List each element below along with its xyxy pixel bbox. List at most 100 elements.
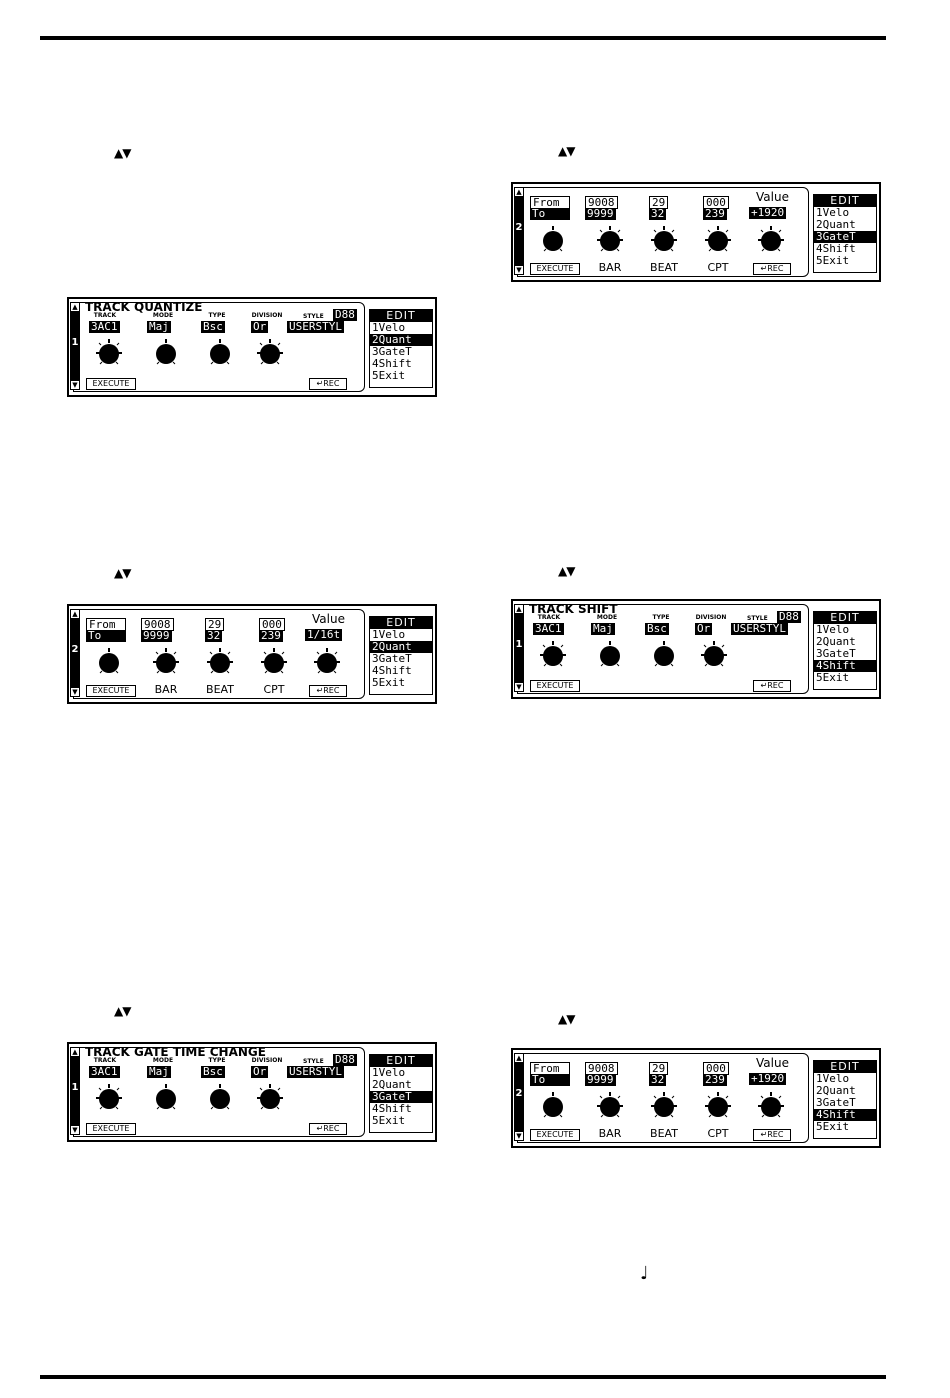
style-name[interactable]: USERSTYL [287, 1065, 344, 1078]
menu-item-2[interactable]: 2Quant [816, 218, 856, 231]
execute-button[interactable]: EXECUTE [530, 263, 580, 275]
menu-item-5[interactable]: 5Exit [372, 369, 406, 382]
beat-to-value[interactable]: 32 [649, 207, 667, 220]
menu-item-5[interactable]: 5Exit [816, 1120, 850, 1133]
beat-to-value[interactable]: 32 [649, 1073, 667, 1086]
division-knob[interactable] [257, 339, 283, 365]
track-knob[interactable] [96, 339, 122, 365]
cpt-knob[interactable] [705, 1092, 731, 1118]
track-knob[interactable] [540, 641, 566, 667]
scroll-up-icon[interactable]: ▲ [514, 187, 524, 197]
value-field[interactable]: +1920 [749, 1072, 787, 1085]
execute-button[interactable]: EXECUTE [530, 680, 580, 692]
scroll-up-icon[interactable]: ▲ [70, 609, 80, 619]
type-value[interactable]: Bsc [645, 622, 669, 635]
menu-item-1[interactable]: 1Velo [372, 1066, 406, 1079]
style-name[interactable]: USERSTYL [731, 622, 788, 635]
menu-item-3[interactable]: 3GateT [816, 1096, 856, 1109]
value-field[interactable]: 1/16t [305, 628, 343, 641]
cpt-to-value[interactable]: 239 [703, 1073, 727, 1086]
mode-knob[interactable] [597, 641, 623, 667]
style-number[interactable]: D88 [777, 610, 801, 623]
mode-knob[interactable] [153, 1084, 179, 1110]
scroll-up-icon[interactable]: ▲ [514, 1053, 524, 1063]
type-value[interactable]: Bsc [201, 320, 225, 333]
execute-knob[interactable] [540, 226, 566, 252]
bar-knob[interactable] [153, 648, 179, 674]
division-value[interactable]: Or [695, 622, 713, 635]
cpt-to-value[interactable]: 239 [259, 629, 283, 642]
menu-item-1[interactable]: 1Velo [816, 1072, 850, 1085]
menu-item-3[interactable]: 3GateT [370, 1091, 432, 1103]
rec-button[interactable]: ↵REC [753, 263, 791, 275]
mode-value[interactable]: Maj [147, 1065, 171, 1078]
type-knob[interactable] [207, 1084, 233, 1110]
menu-item-1[interactable]: 1Velo [372, 321, 406, 334]
beat-knob[interactable] [651, 226, 677, 252]
division-value[interactable]: Or [251, 1065, 269, 1078]
menu-item-3[interactable]: 3GateT [372, 652, 412, 665]
scroll-up-icon[interactable]: ▲ [514, 604, 524, 614]
execute-button[interactable]: EXECUTE [530, 1129, 580, 1141]
division-knob[interactable] [701, 641, 727, 667]
menu-item-2[interactable]: 2Quant [816, 1084, 856, 1097]
menu-item-4[interactable]: 4Shift [816, 242, 856, 255]
style-name[interactable]: USERSTYL [287, 320, 344, 333]
menu-item-2[interactable]: 2Quant [816, 635, 856, 648]
rec-button[interactable]: ↵REC [753, 680, 791, 692]
menu-item-5[interactable]: 5Exit [372, 1114, 406, 1127]
page-scroll-bar[interactable]: ▲▼ [70, 609, 80, 697]
mode-value[interactable]: Maj [591, 622, 615, 635]
menu-item-1[interactable]: 1Velo [816, 623, 850, 636]
menu-item-5[interactable]: 5Exit [372, 676, 406, 689]
menu-item-3[interactable]: 3GateT [372, 345, 412, 358]
track-value[interactable]: 3AC1 [89, 1065, 120, 1078]
value-knob[interactable] [758, 1092, 784, 1118]
page-scroll-bar[interactable]: ▲▼ [70, 302, 80, 390]
cpt-knob[interactable] [705, 226, 731, 252]
scroll-down-icon[interactable]: ▼ [70, 1125, 80, 1135]
type-value[interactable]: Bsc [201, 1065, 225, 1078]
menu-item-3[interactable]: 3GateT [816, 647, 856, 660]
value-field[interactable]: +1920 [749, 206, 787, 219]
menu-item-4[interactable]: 4Shift [814, 1109, 876, 1121]
bar-knob[interactable] [597, 226, 623, 252]
menu-item-2[interactable]: 2Quant [370, 641, 432, 653]
menu-item-4[interactable]: 4Shift [372, 1102, 412, 1115]
menu-item-1[interactable]: 1Velo [816, 206, 850, 219]
beat-to-value[interactable]: 32 [205, 629, 223, 642]
bar-to-value[interactable]: 9999 [141, 629, 172, 642]
menu-item-5[interactable]: 5Exit [816, 671, 850, 684]
menu-item-4[interactable]: 4Shift [372, 357, 412, 370]
menu-item-4[interactable]: 4Shift [372, 664, 412, 677]
bar-knob[interactable] [597, 1092, 623, 1118]
scroll-up-icon[interactable]: ▲ [70, 302, 80, 312]
menu-item-2[interactable]: 2Quant [370, 334, 432, 346]
menu-item-3[interactable]: 3GateT [814, 231, 876, 243]
type-knob[interactable] [651, 641, 677, 667]
execute-knob[interactable] [540, 1092, 566, 1118]
division-value[interactable]: Or [251, 320, 269, 333]
style-number[interactable]: D88 [333, 308, 357, 321]
scroll-up-icon[interactable]: ▲ [70, 1047, 80, 1057]
scroll-down-icon[interactable]: ▼ [514, 265, 524, 275]
scroll-down-icon[interactable]: ▼ [514, 682, 524, 692]
scroll-down-icon[interactable]: ▼ [70, 380, 80, 390]
scroll-down-icon[interactable]: ▼ [70, 687, 80, 697]
menu-item-4[interactable]: 4Shift [814, 660, 876, 672]
rec-button[interactable]: ↵REC [753, 1129, 791, 1141]
track-value[interactable]: 3AC1 [533, 622, 564, 635]
execute-button[interactable]: EXECUTE [86, 1123, 136, 1135]
page-scroll-bar[interactable]: ▲▼ [514, 604, 524, 692]
bar-to-value[interactable]: 9999 [585, 207, 616, 220]
rec-button[interactable]: ↵REC [309, 1123, 347, 1135]
cpt-to-value[interactable]: 239 [703, 207, 727, 220]
beat-knob[interactable] [207, 648, 233, 674]
execute-button[interactable]: EXECUTE [86, 685, 136, 697]
bar-to-value[interactable]: 9999 [585, 1073, 616, 1086]
division-knob[interactable] [257, 1084, 283, 1110]
execute-button[interactable]: EXECUTE [86, 378, 136, 390]
scroll-down-icon[interactable]: ▼ [514, 1131, 524, 1141]
style-number[interactable]: D88 [333, 1053, 357, 1066]
page-scroll-bar[interactable]: ▲▼ [70, 1047, 80, 1135]
